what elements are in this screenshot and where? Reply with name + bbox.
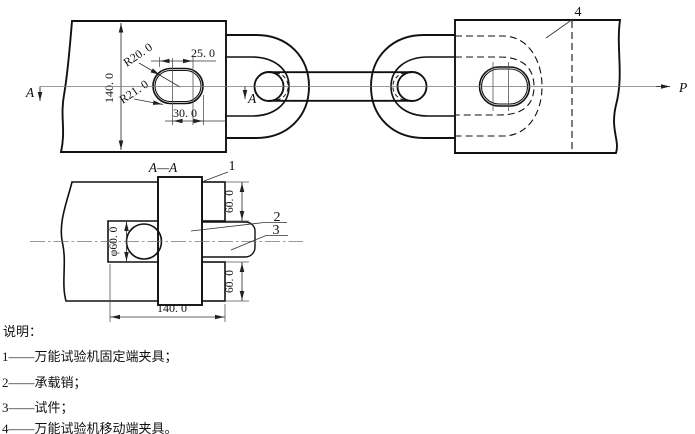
dim-slot-to-edge: 30. 0 xyxy=(165,106,226,124)
dim-radius-inner-text: R20. 0 xyxy=(121,40,155,70)
load-label: P xyxy=(678,80,687,95)
dim-pin-diameter-text: φ60. 0 xyxy=(108,226,120,256)
dim-grip-width-text: 140. 0 xyxy=(157,301,187,315)
dim-slot-width: 25. 0 xyxy=(151,46,216,64)
chain-link-2-hidden-arc-left xyxy=(275,72,289,101)
dim-radius-outer-text: R21. 0 xyxy=(117,77,151,107)
part4-label: 4 xyxy=(575,5,582,20)
dim-slot-to-edge-text: 30. 0 xyxy=(173,106,197,120)
fixture-block-right-bottom xyxy=(201,261,226,302)
section-title: A—A xyxy=(148,160,178,175)
note-line-1: 1——万能试验机固定端夹具； xyxy=(2,349,178,365)
note-line-3: 3——试件； xyxy=(2,400,74,416)
section-cut-mid-label: A xyxy=(247,91,257,106)
specimen xyxy=(202,221,256,258)
left-slot-inner xyxy=(154,69,202,103)
note-line-2: 2——承载销； xyxy=(2,375,87,391)
part3-label: 3 xyxy=(273,223,280,238)
dim-grip-lower: 60. 0 xyxy=(224,261,249,302)
note-line-4: 4——万能试验机移动端夹具。 xyxy=(2,421,178,434)
section-cut-left-label: A xyxy=(25,85,35,100)
dim-slot-width-text: 25. 0 xyxy=(191,46,215,60)
chain-link-2-hidden-arc-right xyxy=(392,72,406,101)
fixture-block-right-top xyxy=(201,181,226,222)
part3-leader xyxy=(230,235,288,251)
left-slot-outer xyxy=(152,67,204,105)
section-cut-left: A xyxy=(25,85,43,101)
top-view: 140. 0 25. 0 30. 0 R20. 0 R21. 0 xyxy=(25,5,687,154)
dim-grip-lower-text: 60. 0 xyxy=(224,270,236,293)
part2-label: 2 xyxy=(274,210,281,225)
moving-grip-plate xyxy=(454,19,622,154)
hidden-link-inner xyxy=(455,56,535,116)
section-view: A—A φ60. 0 60. 0 xyxy=(30,159,303,322)
part2-leader xyxy=(190,222,287,232)
fixture-block-left xyxy=(60,181,159,302)
dim-grip-upper-text: 60. 0 xyxy=(224,190,236,213)
notes-heading: 说明： xyxy=(3,324,42,339)
section-cut-mid: A xyxy=(242,86,257,106)
dim-plate-height-text: 140. 0 xyxy=(102,73,116,103)
dim-pin-diameter: φ60. 0 xyxy=(108,221,129,262)
notes-block: 说明： 1——万能试验机固定端夹具； 2——承载销； 3——试件； 4——万能试… xyxy=(2,324,178,434)
dim-radius-inner: R20. 0 xyxy=(121,40,181,88)
load-pin xyxy=(157,176,203,306)
part1-label: 1 xyxy=(229,159,236,174)
dim-grip-width: 140. 0 xyxy=(109,264,226,322)
fixed-grip-plate xyxy=(59,20,227,153)
part1-leader xyxy=(203,171,229,182)
dim-grip-upper: 60. 0 xyxy=(224,181,249,222)
part4-leader xyxy=(545,18,574,39)
